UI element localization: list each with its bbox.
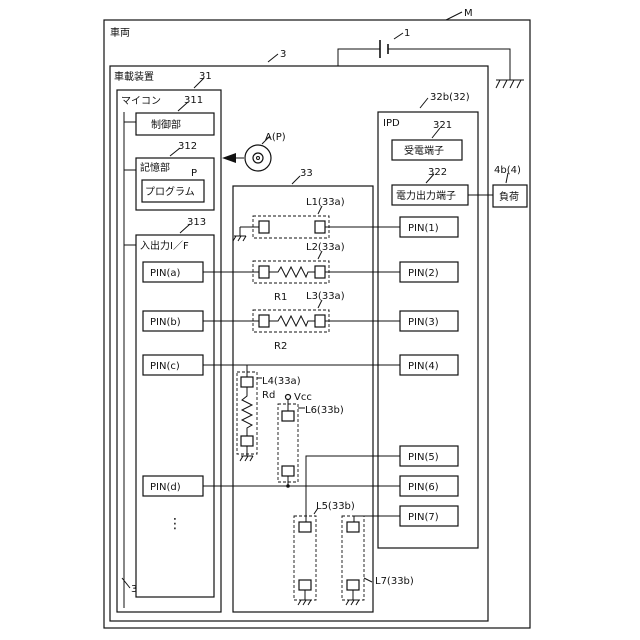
program-ref: P [191, 168, 197, 179]
vcc-label: Vcc [294, 392, 312, 403]
storage-label: 記憶部 [140, 161, 170, 174]
battery-ref: 1 [404, 28, 410, 39]
mcu-pin-label: PIN(a) [150, 268, 180, 279]
l5-label: L5(33b) [316, 501, 355, 512]
more-pins-ellipsis: ⋮ [168, 516, 182, 532]
device-ref: 3 [280, 49, 286, 60]
mcu-pin-a: PIN(a) [143, 262, 203, 282]
mcu-pin-d: PIN(d) [143, 476, 203, 496]
circuit-ref: 33 [300, 168, 313, 179]
micon-ref: 31 [199, 71, 212, 82]
rd-label: Rd [262, 390, 275, 401]
out-ref: 322 [428, 167, 447, 178]
control-label: 制御部 [151, 118, 181, 131]
vehicle-ref: M [464, 8, 473, 19]
ipd-pin-label: PIN(2) [408, 268, 439, 279]
r2-label: R2 [274, 341, 287, 352]
ipd-pin-label: PIN(7) [408, 512, 439, 523]
l2-label: L2(33a) [306, 242, 345, 253]
media-ref: A(P) [265, 132, 286, 143]
program-label: プログラム [145, 185, 195, 198]
io-label: 入出力I／F [140, 239, 189, 252]
ipd-pin-5: PIN(5) [400, 446, 458, 466]
ipd-label: IPD [383, 118, 400, 129]
ipd-pin-label: PIN(6) [408, 482, 439, 493]
ipd-pin-6: PIN(6) [400, 476, 458, 496]
vehicle-label: 車両 [110, 26, 130, 39]
ipd-pin-label: PIN(4) [408, 361, 439, 372]
mcu-pin-c: PIN(c) [143, 355, 203, 375]
load-label: 負荷 [499, 191, 519, 203]
l7-label: L7(33b) [375, 576, 414, 587]
device-label: 車載装置 [114, 70, 154, 83]
io-ref: 313 [187, 217, 206, 228]
ipd-pin-label: PIN(3) [408, 317, 439, 328]
l1-label: L1(33a) [306, 197, 345, 208]
control-ref: 311 [184, 95, 203, 106]
load-ref: 4b(4) [494, 165, 521, 176]
ipd-pin-label: PIN(5) [408, 452, 439, 463]
ipd-pin-7: PIN(7) [400, 506, 458, 526]
l4-label: L4(33a) [262, 376, 301, 387]
ipd-pin-label: PIN(1) [408, 223, 439, 234]
storage-ref: 312 [178, 141, 197, 152]
ipd-pin-1: PIN(1) [400, 217, 458, 237]
l3-label: L3(33a) [306, 291, 345, 302]
ipd-pin-2: PIN(2) [400, 262, 458, 282]
mcu-pin-label: PIN(c) [150, 361, 180, 372]
ipd-pin-4: PIN(4) [400, 355, 458, 375]
out-label: 電力出力端子 [396, 189, 456, 202]
recv-label: 受電端子 [404, 144, 444, 157]
micon-label: マイコン [121, 96, 161, 107]
r1-label: R1 [274, 292, 287, 303]
mcu-pin-b: PIN(b) [143, 311, 203, 331]
io-interface [136, 235, 214, 597]
ipd-ref: 32b(32) [430, 92, 470, 103]
recv-ref: 321 [433, 120, 452, 131]
ipd-pin-3: PIN(3) [400, 311, 458, 331]
l6-label: L6(33b) [305, 405, 344, 416]
mcu-pin-label: PIN(b) [150, 317, 181, 328]
mcu-pin-label: PIN(d) [150, 482, 181, 493]
